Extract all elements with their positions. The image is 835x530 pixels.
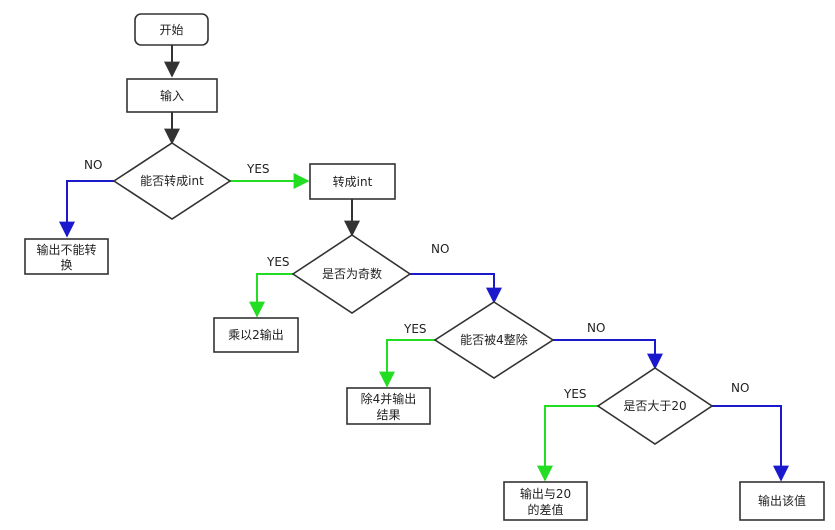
node-divide-output-label-2: 结果 (376, 408, 400, 422)
edge-gt20-yes (537, 405, 598, 482)
label-yes-is-odd: YES (266, 255, 290, 269)
edge-div4-no (553, 339, 663, 370)
node-output-value: 输出该值 (739, 481, 825, 521)
edges (59, 45, 789, 482)
node-is-odd-decision: 是否为奇数 (291, 234, 412, 314)
node-diff-output-label-2: 的差值 (527, 502, 563, 517)
label-yes-gt20: YES (563, 387, 587, 401)
edge-labels: YES NO YES NO YES NO YES NO (84, 158, 749, 401)
node-output-value-label: 输出该值 (758, 493, 806, 508)
node-divide-output: 除4并输出 结果 (346, 387, 431, 425)
node-cannot-convert-label-1: 输出不能转 (36, 242, 96, 257)
edge-is-odd-no (410, 273, 502, 304)
node-cannot-convert-output: 输出不能转 换 (24, 238, 109, 275)
node-cannot-convert-label-2: 换 (60, 258, 72, 272)
node-div4-decision: 能否被4整除 (433, 301, 555, 379)
edge-div4-yes (379, 339, 435, 388)
node-div4-label: 能否被4整除 (460, 332, 528, 347)
node-gt20-decision: 是否大于20 (596, 367, 714, 445)
node-start-label: 开始 (159, 23, 183, 37)
node-is-odd-label: 是否为奇数 (322, 266, 382, 281)
label-yes-div4: YES (403, 322, 427, 336)
node-multiply-output: 乘以2输出 (213, 317, 299, 353)
node-multiply-output-label: 乘以2输出 (228, 327, 284, 342)
label-no-gt20: NO (731, 381, 749, 395)
node-input-label: 输入 (160, 88, 184, 103)
node-start: 开始 (134, 13, 209, 46)
node-divide-output-label-1: 除4并输出 (361, 391, 417, 406)
node-convert-label: 转成int (333, 174, 373, 189)
label-no-is-odd: NO (431, 242, 449, 256)
edge-is-odd-yes (249, 273, 293, 318)
node-convert: 转成int (309, 163, 396, 200)
node-can-convert-decision: 能否转成int (112, 142, 232, 220)
edge-can-convert-no (59, 180, 114, 238)
label-no-can-convert: NO (84, 158, 102, 172)
label-no-div4: NO (587, 321, 605, 335)
label-yes-can-convert: YES (246, 162, 270, 176)
node-can-convert-label: 能否转成int (140, 173, 204, 188)
node-diff-output-label-1: 输出与20 (520, 486, 571, 501)
node-gt20-label: 是否大于20 (623, 399, 686, 413)
node-diff-output: 输出与20 的差值 (503, 481, 588, 521)
edge-gt20-no (712, 405, 789, 482)
node-input: 输入 (126, 78, 218, 113)
